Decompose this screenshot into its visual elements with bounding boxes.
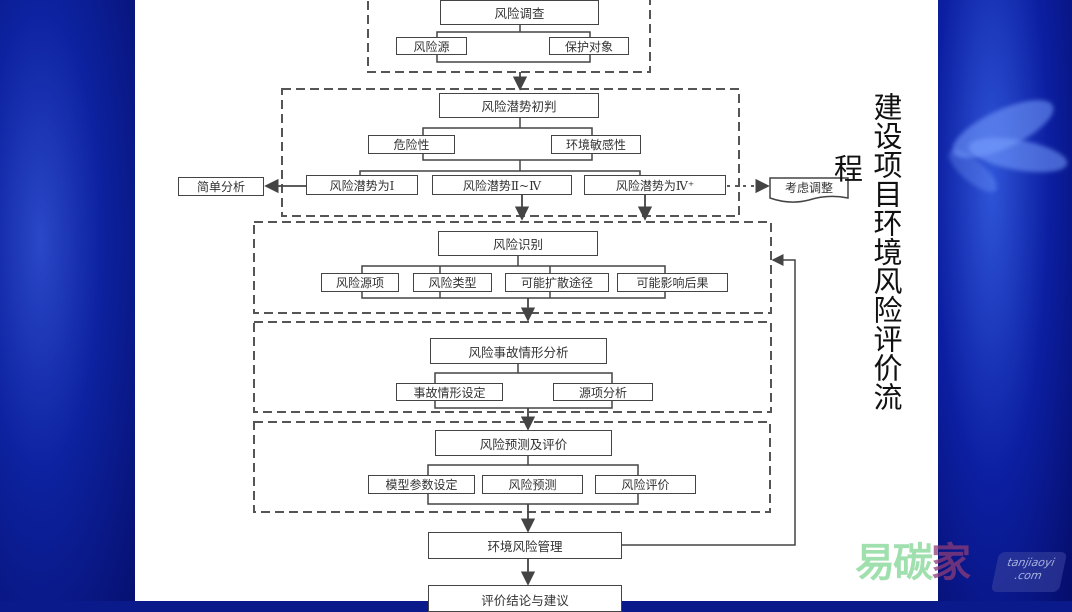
node-risk-prediction: 风险预测 — [482, 475, 583, 494]
node-potential-4plus: 风险潜势为Ⅳ⁺ — [584, 175, 726, 195]
node-model-parameters: 模型参数设定 — [368, 475, 475, 494]
node-risk-type: 风险类型 — [413, 273, 492, 292]
node-risk-survey: 风险调查 — [440, 0, 599, 25]
background-left — [0, 0, 135, 601]
group-potential — [281, 88, 740, 217]
node-accident-scenario: 风险事故情形分析 — [430, 338, 607, 364]
node-protected-object: 保护对象 — [549, 37, 629, 55]
node-hazard: 危险性 — [368, 135, 455, 154]
node-diffusion-path: 可能扩散途径 — [505, 273, 609, 292]
node-scenario-setting: 事故情形设定 — [396, 383, 503, 401]
slide-title-tail: 程 — [834, 152, 864, 186]
node-potential-1: 风险潜势为Ⅰ — [306, 175, 418, 195]
node-possible-consequence: 可能影响后果 — [617, 273, 728, 292]
node-risk-source: 风险源 — [396, 37, 467, 55]
node-potential-2-4: 风险潜势Ⅱ~Ⅳ — [432, 175, 572, 195]
background-right — [938, 0, 1072, 601]
node-simple-analysis: 简单分析 — [178, 177, 264, 196]
watermark-logo: 易碳家 tanjiaoyi.com — [855, 530, 1068, 595]
node-consider-adjust: 考虑调整 — [784, 181, 833, 195]
group-scenario — [253, 321, 772, 413]
node-risk-identification: 风险识别 — [438, 231, 598, 256]
group-survey — [367, 0, 651, 73]
group-identification — [253, 221, 772, 314]
node-env-sensitivity: 环境敏感性 — [551, 135, 641, 154]
node-env-risk-management: 环境风险管理 — [428, 532, 622, 559]
group-prediction — [253, 421, 771, 513]
slide-title: 建设项目环境风险评价流 — [869, 92, 903, 411]
node-conclusion: 评价结论与建议 — [428, 585, 622, 612]
node-potential-prejudge: 风险潜势初判 — [439, 93, 599, 118]
node-risk-source-item: 风险源项 — [321, 273, 399, 292]
adjust-document-shape — [769, 177, 849, 203]
node-risk-evaluation: 风险评价 — [595, 475, 696, 494]
node-prediction-evaluation: 风险预测及评价 — [435, 430, 612, 456]
node-source-analysis: 源项分析 — [553, 383, 653, 401]
